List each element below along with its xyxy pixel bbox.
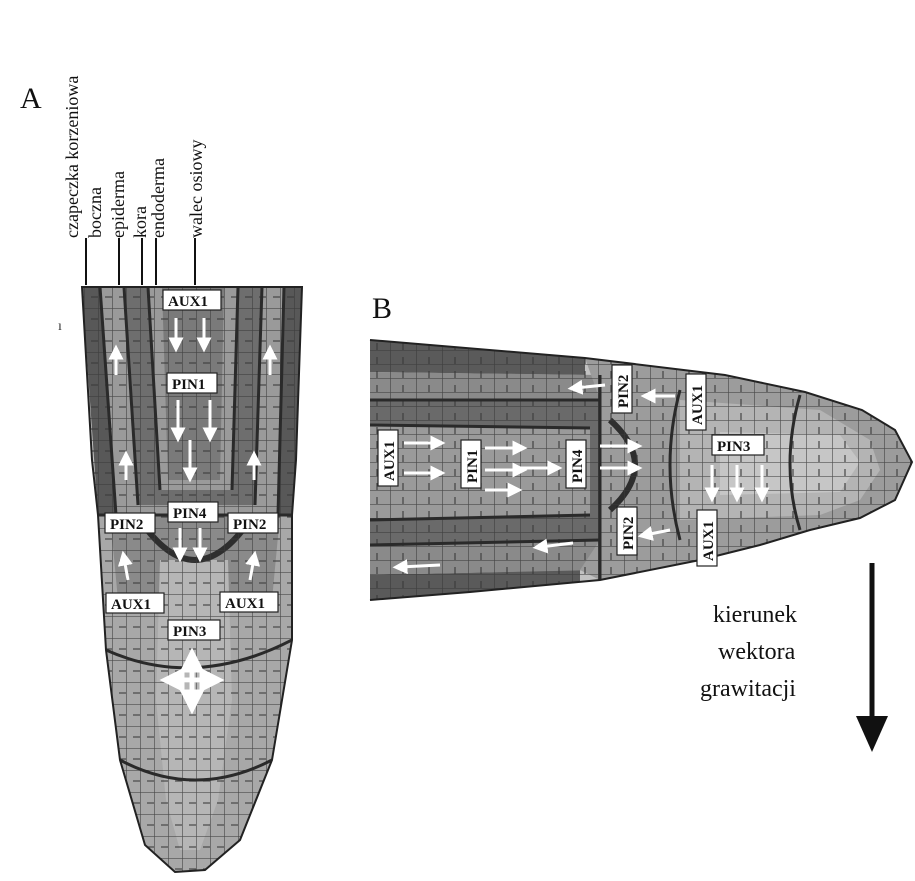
tag-a-pin3: PIN3: [168, 620, 220, 640]
tag-b-aux1-bottom: AUX1: [697, 510, 717, 566]
label-endodermis: endoderma: [148, 158, 168, 238]
svg-text:PIN2: PIN2: [233, 517, 266, 533]
svg-text:AUX1: AUX1: [382, 441, 398, 481]
stray-mark: ı: [58, 319, 62, 334]
tag-a-aux1-top: AUX1: [163, 290, 221, 310]
svg-text:PIN2: PIN2: [616, 375, 632, 408]
gravity-label-line2: wektora: [718, 639, 796, 665]
svg-text:PIN2: PIN2: [621, 517, 637, 550]
tag-b-pin1: PIN1: [461, 440, 481, 488]
panel-b-letter: B: [372, 292, 392, 325]
tag-a-pin2-right: PIN2: [228, 513, 278, 533]
root-horizontal-section: [365, 335, 915, 605]
gravity-arrow-icon: [856, 563, 888, 752]
svg-text:AUX1: AUX1: [168, 294, 208, 310]
svg-text:AUX1: AUX1: [225, 596, 265, 612]
label-leader-lines: [86, 238, 195, 285]
tag-b-pin2-bottom: PIN2: [617, 507, 637, 555]
tag-a-pin1: PIN1: [167, 373, 217, 393]
tag-a-aux1-left: AUX1: [106, 593, 164, 613]
tag-a-pin2-left: PIN2: [105, 513, 155, 533]
gravity-label-line3: grawitacji: [700, 676, 796, 702]
tag-b-pin4: PIN4: [566, 440, 586, 488]
svg-text:PIN3: PIN3: [717, 439, 750, 455]
tag-b-aux1-left: AUX1: [378, 430, 398, 486]
tag-a-pin4: PIN4: [168, 502, 218, 522]
label-epidermis: epiderma: [108, 171, 128, 238]
svg-text:PIN1: PIN1: [465, 450, 481, 483]
label-cortex: kora: [130, 206, 150, 238]
root-longitudinal-section: [60, 280, 320, 876]
tag-b-aux1-top: AUX1: [686, 374, 706, 430]
tag-b-pin3: PIN3: [712, 435, 764, 455]
label-lateral-cap: czapeczka korzeniowa: [62, 76, 82, 238]
svg-text:PIN4: PIN4: [173, 506, 207, 522]
svg-text:AUX1: AUX1: [111, 597, 151, 613]
tissue-labels: czapeczka korzeniowa boczna epiderma kor…: [62, 76, 206, 238]
svg-text:PIN1: PIN1: [172, 377, 205, 393]
tag-a-aux1-right: AUX1: [220, 592, 278, 612]
gravity-label-line1: kierunek: [713, 602, 797, 628]
svg-text:PIN3: PIN3: [173, 624, 206, 640]
tag-b-pin2-top: PIN2: [612, 365, 632, 413]
panel-a-letter: A: [20, 82, 42, 115]
label-lateral-cap-line2: boczna: [85, 187, 105, 238]
svg-text:AUX1: AUX1: [690, 385, 706, 425]
label-stele: walec osiowy: [186, 140, 206, 238]
gravity-vector-label: kierunek wektora grawitacji: [700, 602, 797, 702]
svg-text:AUX1: AUX1: [701, 521, 717, 561]
svg-text:PIN4: PIN4: [570, 449, 586, 483]
svg-text:PIN2: PIN2: [110, 517, 143, 533]
